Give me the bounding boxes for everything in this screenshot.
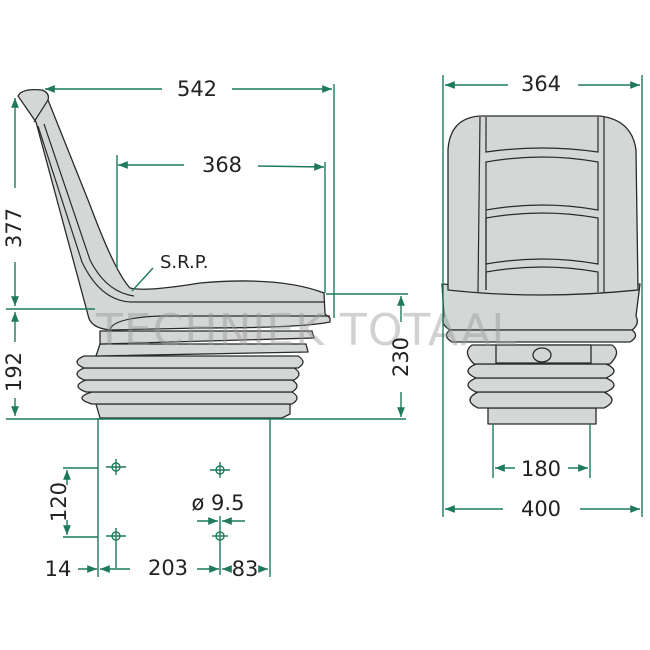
watermark: TECHNIEK TOTAAL [95, 305, 517, 356]
bellows [76, 343, 309, 405]
adjustment-knob [532, 347, 552, 363]
dim-364-label: 364 [521, 72, 561, 96]
dim-120-label: 120 [47, 482, 71, 522]
dim-400-label: 400 [521, 497, 561, 521]
dim-203-label: 203 [148, 556, 188, 580]
side-view-seat [17, 88, 331, 419]
dim-83-label: 83 [232, 557, 259, 581]
front-view-seat [441, 115, 641, 425]
dim-180-label: 180 [521, 457, 561, 481]
seat-pan-base [99, 330, 315, 345]
srp-label: S.R.P. [160, 252, 209, 273]
mounting-hole [212, 516, 228, 575]
side-dimensions: 542 368 377 192 230 S.R.P. [2, 77, 413, 420]
front-base [487, 407, 597, 425]
base-plate [95, 403, 291, 419]
front-dimensions: 364 180 400 [442, 72, 643, 521]
dim-542-label: 542 [177, 77, 217, 101]
hole-diameter-label: ø 9.5 [192, 491, 245, 515]
dim-14-label: 14 [45, 557, 72, 581]
srp-leader [131, 267, 154, 292]
mounting-hole [106, 528, 126, 568]
mounting-hole [210, 462, 230, 478]
dim-192-label: 192 [2, 352, 26, 392]
mounting-hole [106, 459, 126, 475]
dim-368-label: 368 [202, 153, 242, 177]
dim-230-label: 230 [389, 337, 413, 377]
dim-377-label: 377 [2, 208, 26, 248]
mounting-dimensions: 120 14 203 83 ø 9.5 [45, 418, 271, 581]
